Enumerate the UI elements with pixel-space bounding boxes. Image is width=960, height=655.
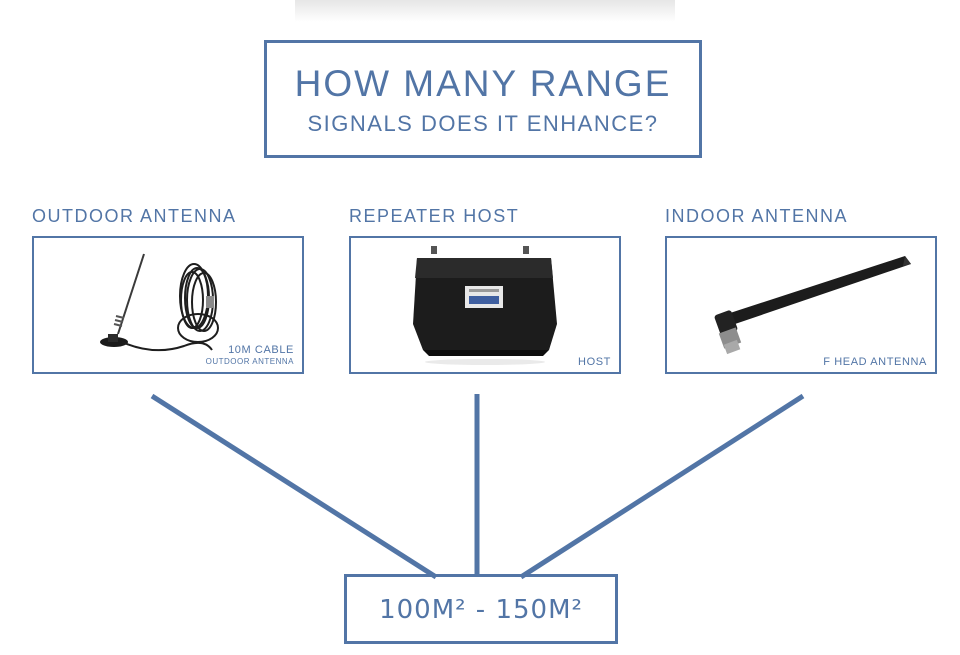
host-caption: HOST bbox=[578, 356, 611, 368]
title-main: HOW MANY RANGE bbox=[294, 63, 672, 104]
indoor-antenna-label: INDOOR ANTENNA bbox=[665, 206, 849, 226]
coverage-result-box: 100M² - 150M² bbox=[344, 574, 618, 644]
title-box: HOW MANY RANGE SIGNALS DOES IT ENHANCE? bbox=[264, 40, 702, 158]
title-subtitle: SIGNALS DOES IT ENHANCE? bbox=[307, 111, 659, 136]
caption-host: HOST bbox=[578, 356, 611, 368]
connector-indoor bbox=[519, 393, 805, 580]
repeater-host-panel: HOST bbox=[349, 236, 621, 374]
caption-outdoor-antenna: OUTDOOR ANTENNA bbox=[205, 357, 294, 366]
caption-cable: 10M CABLE bbox=[228, 344, 294, 356]
indoor-antenna-icon bbox=[714, 256, 911, 355]
indoor-antenna-panel: F HEAD ANTENNA bbox=[665, 236, 937, 374]
connector-outdoor bbox=[150, 393, 438, 580]
caption-f-head-antenna: F HEAD ANTENNA bbox=[823, 356, 927, 368]
indoor-antenna-caption: F HEAD ANTENNA bbox=[823, 356, 927, 368]
outdoor-antenna-label: OUTDOOR ANTENNA bbox=[32, 206, 237, 226]
outdoor-antenna-caption: 10M CABLE OUTDOOR ANTENNA bbox=[206, 344, 294, 368]
repeater-host-icon bbox=[413, 246, 557, 365]
outdoor-antenna-icon bbox=[100, 253, 219, 352]
top-glow bbox=[295, 0, 675, 22]
coverage-range: 100M² - 150M² bbox=[379, 595, 583, 625]
outdoor-antenna-panel: 10M CABLE OUTDOOR ANTENNA bbox=[32, 236, 304, 374]
repeater-host-label: REPEATER HOST bbox=[349, 206, 520, 226]
